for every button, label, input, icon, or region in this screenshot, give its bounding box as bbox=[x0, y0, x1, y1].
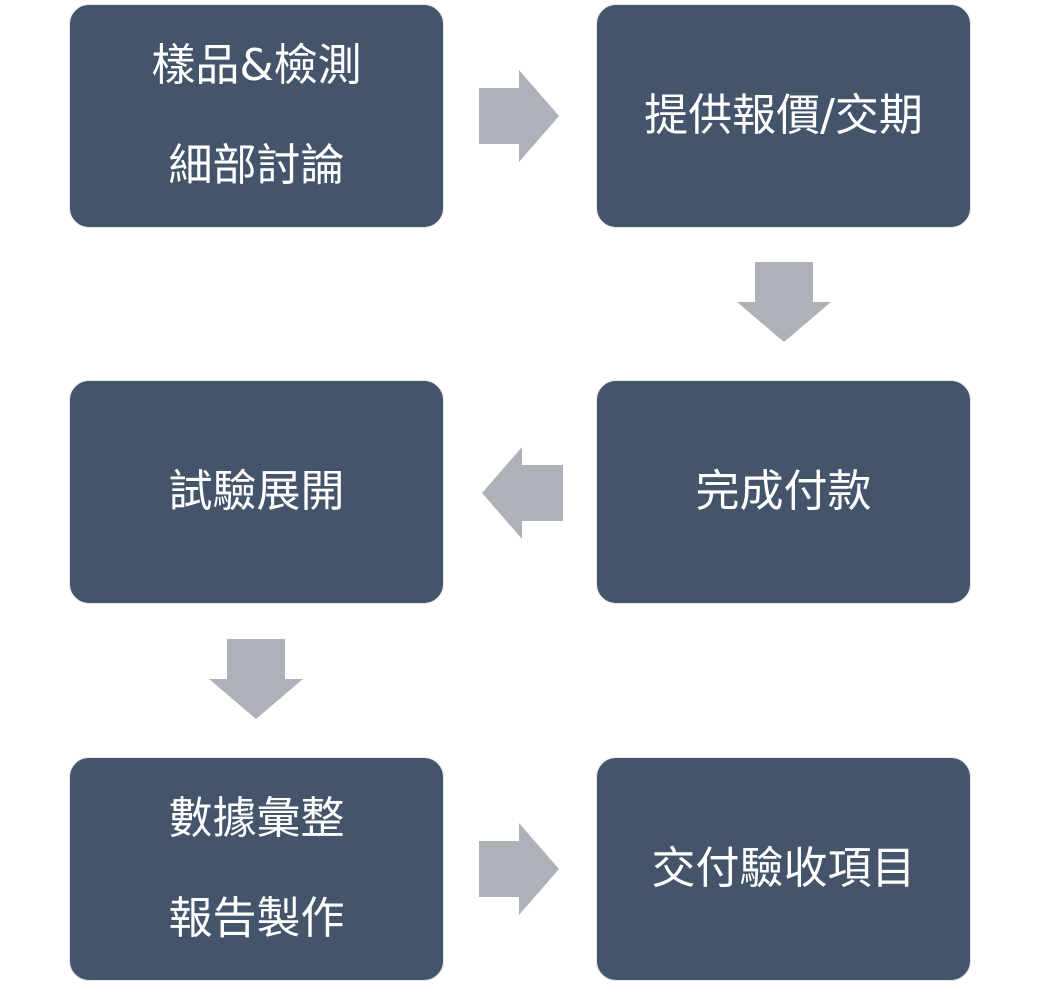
step-label-line: 交付驗收項目 bbox=[651, 843, 916, 894]
step-label-line: 報告製作 bbox=[168, 893, 345, 944]
step-label-line: 提供報價/交期 bbox=[644, 90, 923, 141]
arrow-left-icon bbox=[482, 447, 563, 539]
step-quotation-delivery: 提供報價/交期 bbox=[596, 4, 971, 228]
arrow-right-icon bbox=[479, 70, 559, 162]
step-sample-testing-discussion: 樣品&檢測 細部討論 bbox=[69, 4, 444, 228]
step-data-report: 數據彙整 報告製作 bbox=[69, 757, 444, 981]
step-label-line: 完成付款 bbox=[695, 466, 872, 517]
arrow-down-icon bbox=[737, 262, 831, 342]
arrow-right-icon bbox=[479, 823, 559, 915]
step-label-line: 數據彙整 bbox=[168, 793, 345, 844]
step-payment-complete: 完成付款 bbox=[596, 380, 971, 604]
step-label-line: 細部討論 bbox=[168, 140, 345, 191]
step-testing-begins: 試驗展開 bbox=[69, 380, 444, 604]
arrow-down-icon bbox=[209, 639, 303, 719]
step-label-line: 試驗展開 bbox=[168, 466, 345, 517]
step-label-line: 樣品&檢測 bbox=[151, 40, 362, 91]
step-delivery-acceptance: 交付驗收項目 bbox=[596, 757, 971, 981]
